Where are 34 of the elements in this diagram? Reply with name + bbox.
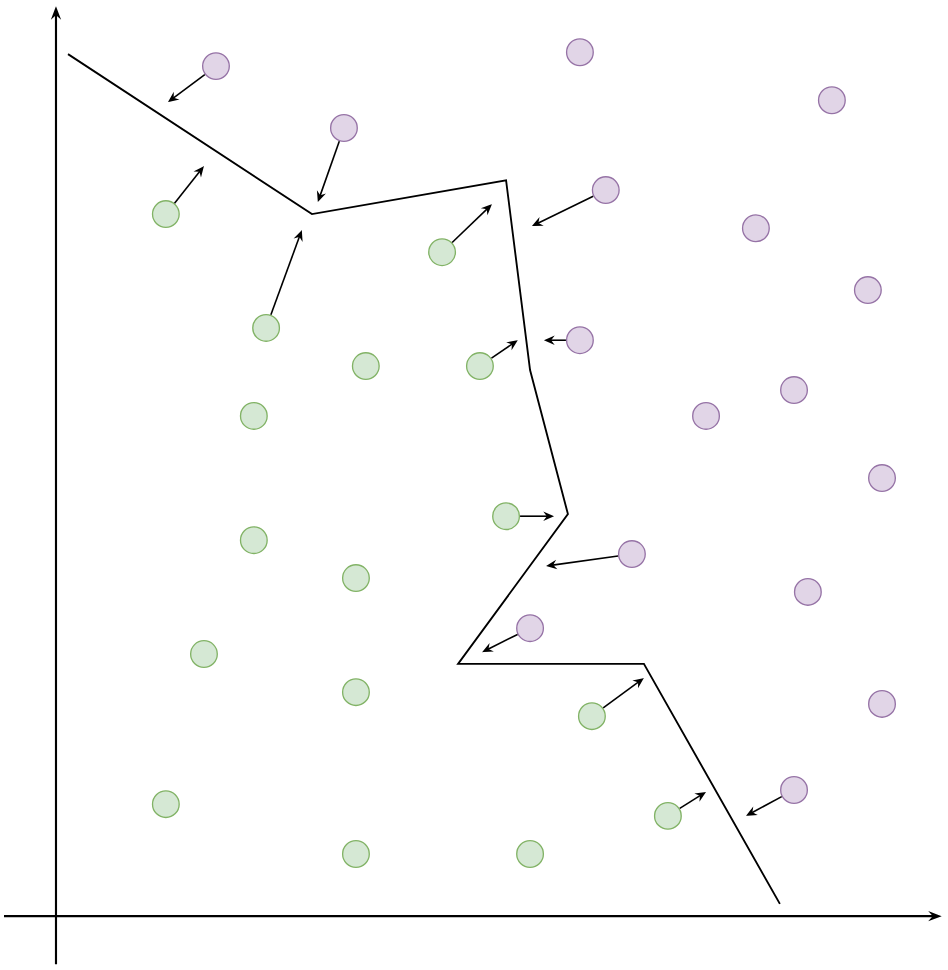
data-point xyxy=(428,238,457,267)
data-point xyxy=(617,540,646,569)
data-point xyxy=(239,401,268,430)
data-point xyxy=(151,200,180,229)
data-point xyxy=(591,176,620,205)
data-point xyxy=(190,640,219,669)
data-point xyxy=(351,352,380,381)
data-point xyxy=(252,313,281,342)
arrow xyxy=(451,204,492,244)
data-point xyxy=(516,840,545,868)
data-point xyxy=(342,840,370,868)
data-point xyxy=(577,702,606,731)
data-point xyxy=(330,114,358,142)
data-point xyxy=(342,564,370,593)
data-point xyxy=(780,376,809,405)
data-point xyxy=(516,614,545,643)
data-point xyxy=(741,214,770,243)
data-point xyxy=(151,790,180,819)
data-point xyxy=(868,464,897,493)
data-point xyxy=(780,776,809,804)
data-point xyxy=(466,352,494,381)
data-point xyxy=(342,678,370,707)
data-point xyxy=(793,577,822,606)
data-point xyxy=(492,502,521,531)
arrow xyxy=(602,678,644,709)
data-point xyxy=(692,401,721,430)
data-point xyxy=(239,526,268,555)
data-point xyxy=(565,326,594,355)
data-point xyxy=(653,801,682,830)
data-point xyxy=(868,689,897,718)
data-point xyxy=(202,52,231,81)
data-point xyxy=(853,276,882,305)
data-point xyxy=(817,86,846,115)
data-point xyxy=(565,38,594,67)
